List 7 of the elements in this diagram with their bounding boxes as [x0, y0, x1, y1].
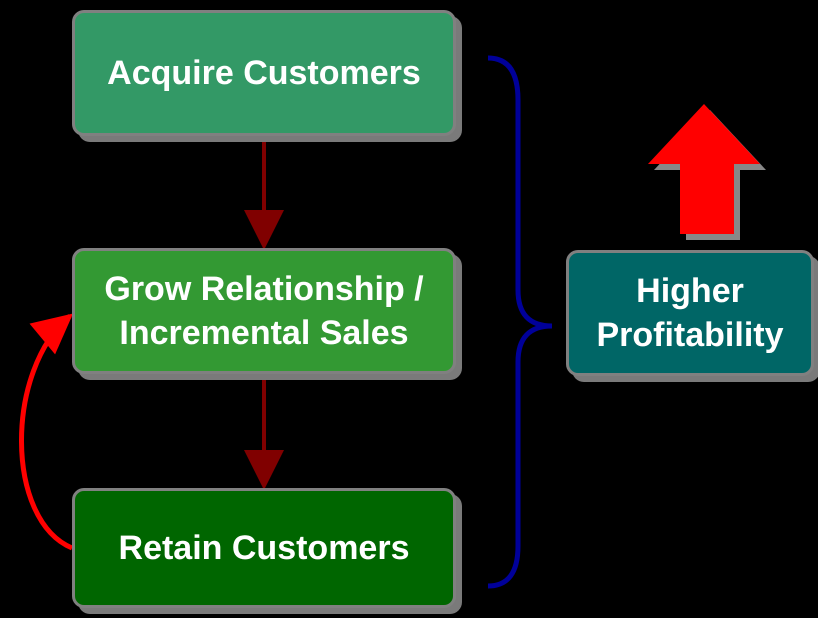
arrow — [244, 139, 284, 250]
node-label: Acquire Customers — [107, 52, 421, 94]
arrow — [244, 377, 284, 490]
node-label: Retain Customers — [118, 528, 410, 569]
node-label: Grow Relationship / Incremental Sales — [103, 268, 425, 354]
node-label: Higher Profitability — [595, 270, 785, 356]
arrow — [19, 313, 74, 550]
